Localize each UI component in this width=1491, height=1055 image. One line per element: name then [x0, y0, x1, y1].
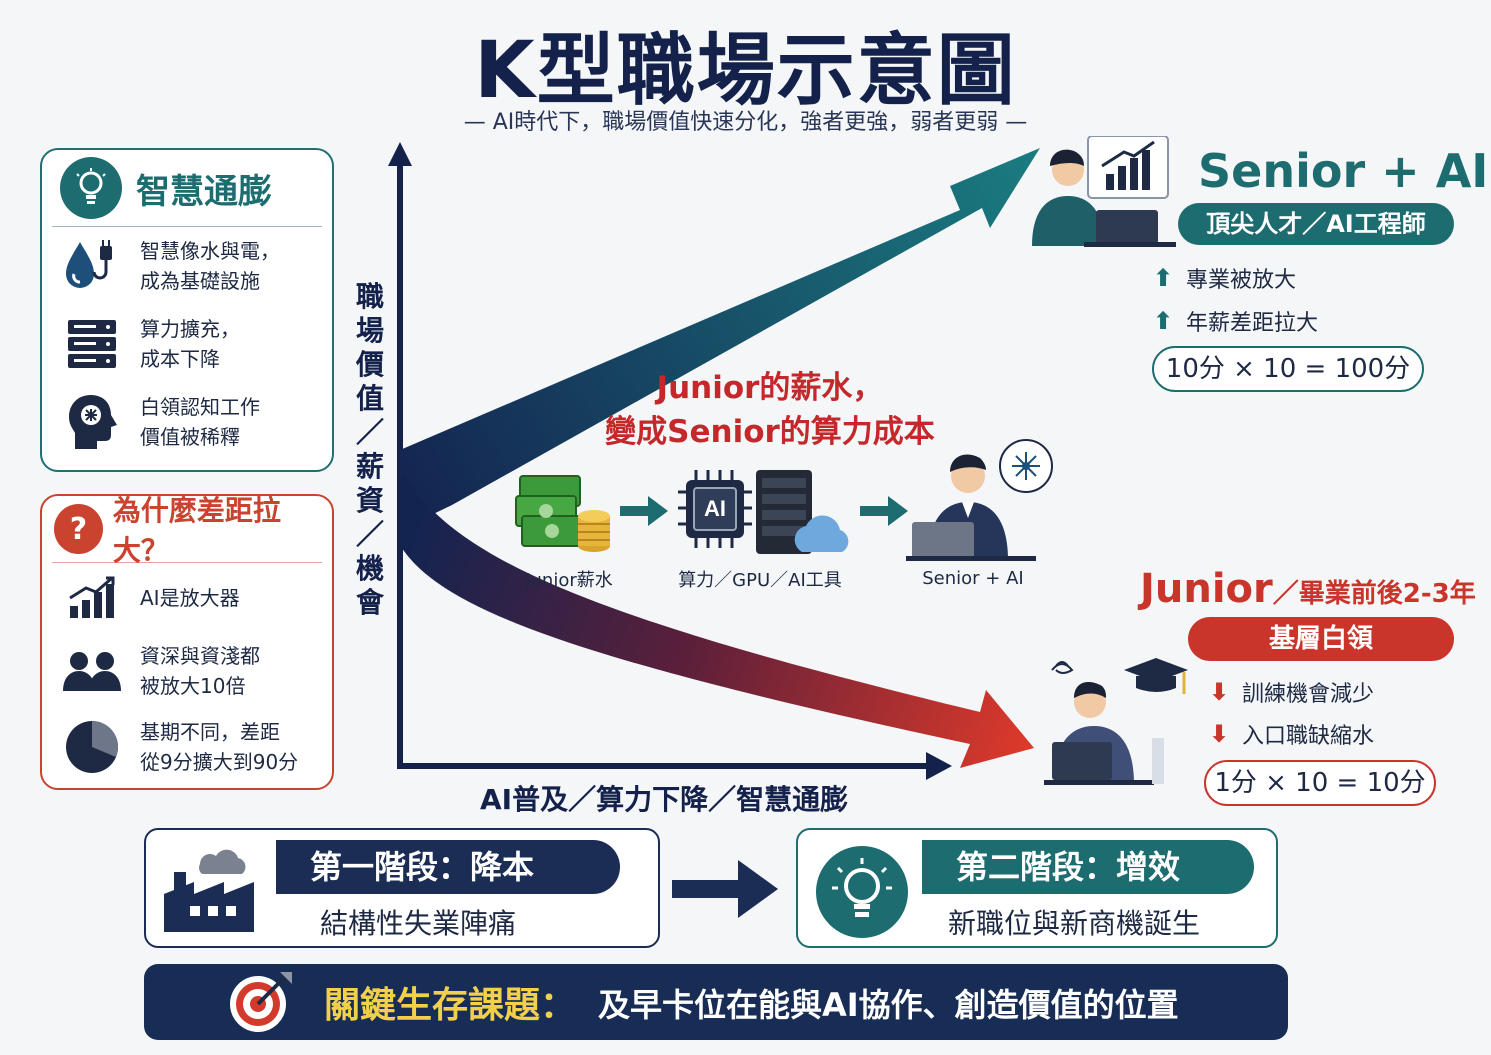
page-subtitle: — AI時代下，職場價值快速分化，強者更強，弱者更弱 — — [463, 110, 1028, 135]
junior-bullet: ⬇ 訓練機會減少 — [1206, 676, 1374, 708]
ai-chip-text: AI — [704, 496, 726, 521]
junior-worker-icon — [1044, 658, 1188, 785]
senior-bullet: ⬆ 年薪差距拉大 — [1150, 305, 1318, 337]
center-headline: Junior的薪水， 變成Senior的算力成本 — [605, 370, 935, 450]
lightbulb-icon — [816, 846, 908, 938]
list-item: AI是放大器 — [42, 563, 332, 633]
junior-title: Junior／畢業前後2-3年 — [1140, 566, 1476, 612]
flow-label: 算力／GPU／AI工具 — [678, 570, 842, 591]
ai-chip-server-icon: AI — [678, 470, 849, 554]
panel-smart-inflation-header: 智慧通膨 — [42, 150, 332, 226]
senior-ai-worker-icon — [906, 439, 1053, 561]
stage-one-title: 第一階段：降本 — [276, 840, 620, 894]
key-banner: 關鍵生存課題： 及早卡位在能與AI協作、創造價值的位置 — [144, 964, 1288, 1040]
stage-two-subtitle: 新職位與新商機誕生 — [948, 907, 1201, 940]
stage-arrow-icon — [672, 860, 778, 918]
list-item: 白領認知工作 價值被稀釋 — [42, 383, 332, 461]
senior-growth-arrow — [400, 148, 1040, 530]
list-item-text: AI是放大器 — [140, 586, 240, 610]
panel-smart-inflation: 智慧通膨 智慧像水與電， 成為基礎設施 算力擴充， 成本下降 白領認知工作 價值… — [40, 148, 334, 472]
list-item-text: 資深與資淺都 被放大10倍 — [140, 644, 260, 698]
factory-icon — [164, 849, 254, 932]
bar-chart-icon — [60, 566, 124, 630]
arrow-up-icon: ⬆ — [1152, 264, 1174, 292]
money-icon — [515, 475, 610, 552]
brain-head-icon — [60, 390, 124, 454]
panel-smart-inflation-title: 智慧通膨 — [136, 171, 272, 212]
junior-bullet: ⬇ 入口職缺縮水 — [1206, 718, 1374, 750]
list-item: 資深與資淺都 被放大10倍 — [42, 633, 332, 709]
flow-arrow-icon — [860, 496, 908, 526]
list-item-text: 基期不同，差距 從9分擴大到90分 — [140, 720, 299, 774]
junior-tag: 基層白領 — [1188, 617, 1454, 661]
arrow-down-icon: ⬇ — [1208, 720, 1230, 748]
water-plug-icon — [60, 234, 124, 298]
server-icon — [60, 312, 124, 376]
list-item: 算力擴充， 成本下降 — [42, 305, 332, 383]
stage-one: 第一階段：降本 結構性失業陣痛 — [144, 828, 660, 948]
question-icon: ? — [54, 504, 103, 554]
page-title: K型職場示意圖 — [474, 26, 1017, 116]
panel-why-gap: ? 為什麼差距拉大？ AI是放大器 資深與資淺都 被放大10倍 基期不同，差距 … — [40, 494, 334, 790]
stage-two-title: 第二階段：增效 — [922, 840, 1254, 894]
x-axis-label: AI普及／算力下降／智慧通膨 — [480, 783, 849, 816]
senior-worker-icon — [1032, 136, 1176, 247]
x-axis-arrowhead — [926, 752, 952, 780]
flow-label: Junior薪水 — [525, 570, 613, 591]
list-item-text: 白領認知工作 價值被稀釋 — [140, 395, 260, 449]
banner-text: 及早卡位在能與AI協作、創造價值的位置 — [598, 986, 1179, 1024]
senior-bullet: ⬆ 專業被放大 — [1150, 262, 1296, 294]
divider — [52, 226, 322, 227]
lightbulb-icon — [60, 157, 122, 219]
stage-two: 第二階段：增效 新職位與新商機誕生 — [796, 828, 1278, 948]
senior-score: 10分 × 10 = 100分 — [1152, 346, 1424, 392]
pie-chart-icon — [60, 715, 124, 779]
list-item-text: 算力擴充， 成本下降 — [140, 317, 240, 371]
flow-arrow-icon — [620, 496, 668, 526]
senior-tag: 頂尖人才／AI工程師 — [1178, 203, 1454, 245]
banner-key-label: 關鍵生存課題： — [324, 985, 577, 1026]
y-axis-arrowhead — [388, 142, 412, 166]
divider — [52, 562, 322, 563]
arrow-down-icon: ⬇ — [1208, 678, 1230, 706]
list-item-text: 智慧像水與電， 成為基礎設施 — [140, 239, 280, 293]
target-icon — [230, 972, 292, 1032]
flow-label: Senior + AI — [922, 568, 1024, 589]
stage-one-subtitle: 結構性失業陣痛 — [320, 907, 517, 940]
panel-why-gap-header: ? 為什麼差距拉大？ — [42, 494, 332, 567]
list-item: 智慧像水與電， 成為基礎設施 — [42, 227, 332, 305]
list-item: 基期不同，差距 從9分擴大到90分 — [42, 709, 332, 785]
junior-score: 1分 × 10 = 10分 — [1204, 760, 1436, 806]
panel-why-gap-title: 為什麼差距拉大？ — [112, 494, 281, 567]
junior-decline-arrow — [400, 470, 1034, 768]
y-axis-label: 職場價值／薪資／機會 — [355, 280, 384, 619]
senior-title: Senior + AI — [1198, 144, 1489, 198]
arrow-up-icon: ⬆ — [1152, 307, 1174, 335]
people-icon — [60, 639, 124, 703]
